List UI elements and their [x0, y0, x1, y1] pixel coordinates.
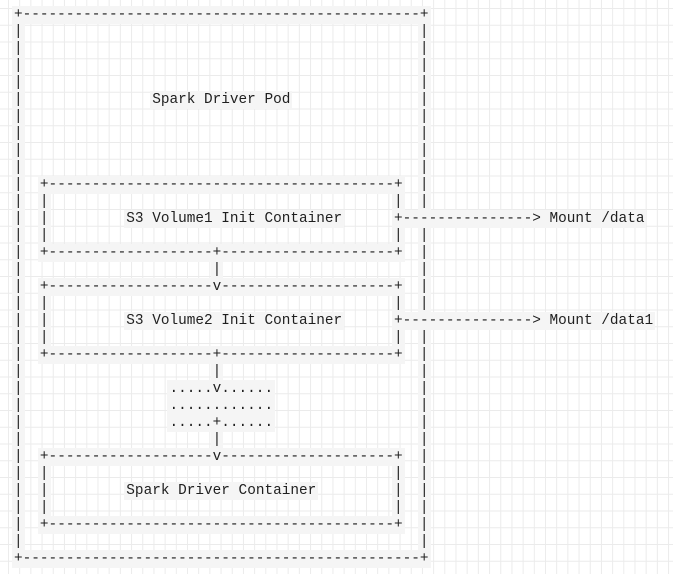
ascii-diagram: +---------------------------------------… [12, 6, 656, 568]
